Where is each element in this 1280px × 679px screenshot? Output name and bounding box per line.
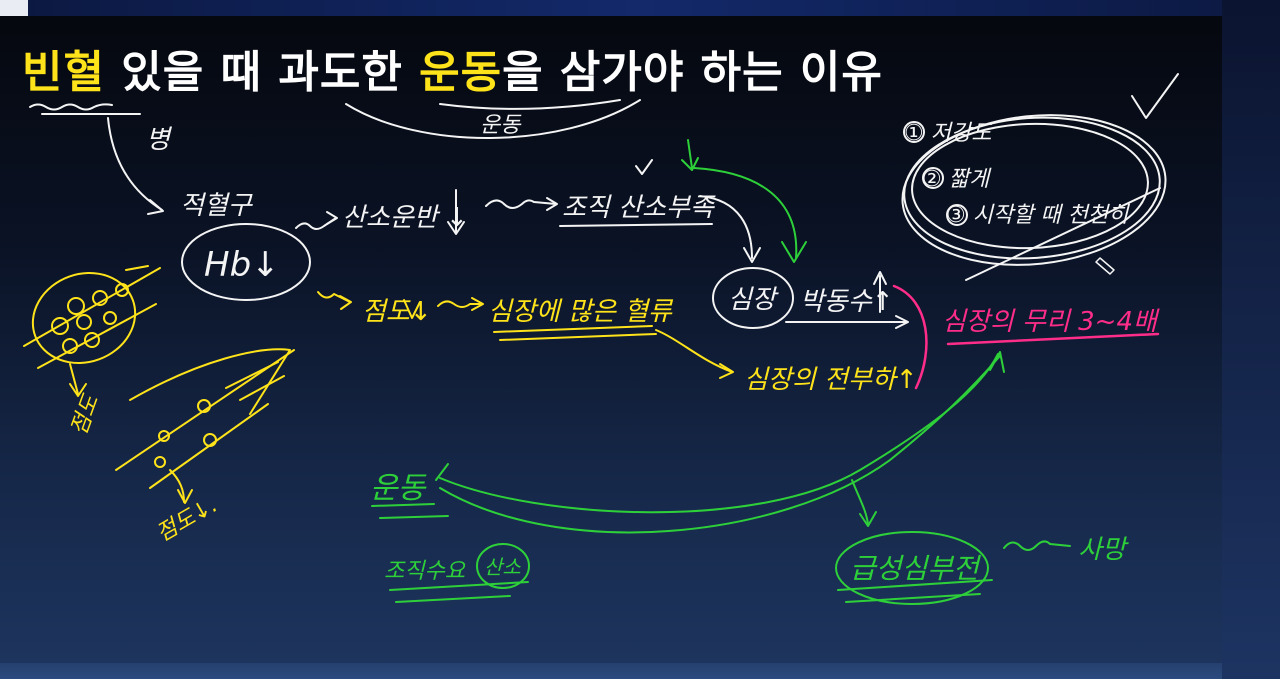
slide-title: 빈혈 있을 때 과도한 운동을 삼가야 하는 이유 xyxy=(22,36,883,100)
right-side-panel xyxy=(1222,0,1280,679)
note-heart-blood: 심장에 많은 혈류 xyxy=(488,297,674,327)
note-rbc: 적혈구 xyxy=(180,191,254,221)
yellow-ink-strokes xyxy=(23,265,734,504)
note-heart-burden-3-4: 심장의 무리 3~4배 xyxy=(942,307,1160,337)
list-item-1: ① 저강도 xyxy=(904,121,993,146)
title-text-1: 있을 때 과도한 xyxy=(104,47,420,98)
title-text-2: 을 삼가야 하는 이유 xyxy=(502,47,883,98)
handwritten-notes: 병 운동 적혈구 Hb↓ 산소운반 ↓ 조직 산소부족 심장 박동수↑ ① 저강… xyxy=(23,73,1179,605)
note-exercise-top: 운동 xyxy=(480,113,522,138)
top-left-corner xyxy=(0,0,28,16)
note-exercise-green: 운동 xyxy=(370,471,427,506)
window-top-bar xyxy=(0,0,1280,16)
note-tissue-o2: 조직 산소부족 xyxy=(562,193,716,223)
list-item-2: ② 짧게 xyxy=(922,167,992,192)
bottom-strip xyxy=(0,663,1222,679)
note-heart: 심장 xyxy=(728,285,779,315)
note-o2-circle: 산소 xyxy=(484,555,521,579)
note-viscosity: 점도↓ xyxy=(362,297,432,327)
note-hb: Hb↓ xyxy=(204,245,280,285)
note-byeong: 병 xyxy=(146,125,173,155)
note-o2-demand: 조직수요 xyxy=(384,559,467,584)
green-ink-strokes xyxy=(371,139,1071,605)
white-ink-strokes xyxy=(29,73,1179,329)
note-oxygen-transport: 산소운반 ↓ xyxy=(342,203,468,233)
title-highlight-anemia: 빈혈 xyxy=(22,47,105,98)
note-heart-rate: 박동수↑ xyxy=(800,287,894,317)
pink-ink-strokes xyxy=(892,284,1160,390)
list-item-3: ③ 시작할 때 천천히 xyxy=(946,203,1130,228)
note-death: 사망 xyxy=(1078,535,1129,565)
note-viscosity-left1: 점도 xyxy=(67,390,105,438)
note-heart-burden: 심장의 전부하↑ xyxy=(744,365,918,395)
title-highlight-exercise: 운동 xyxy=(419,47,503,98)
note-heart-failure: 급성심부전 xyxy=(850,552,982,585)
